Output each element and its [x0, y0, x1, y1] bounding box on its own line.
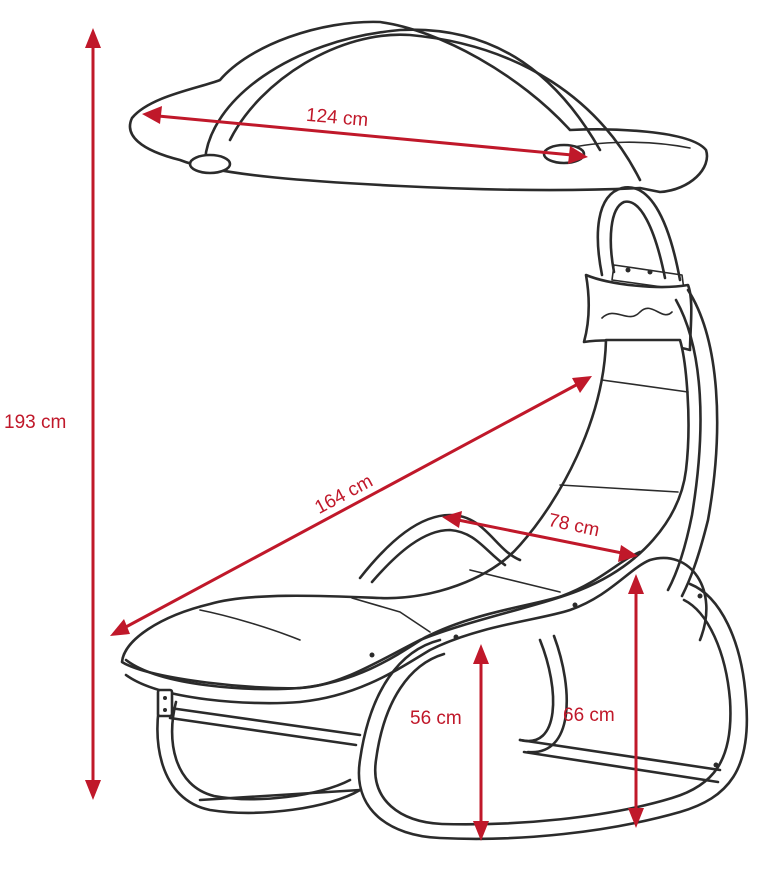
label-total-height: 193 cm: [4, 412, 66, 433]
seat: [120, 338, 690, 690]
frame-bolt: [713, 762, 719, 768]
dim-line-canopy-width: [156, 114, 574, 157]
dim-arrowhead: [572, 376, 592, 393]
dim-arrowhead: [442, 511, 462, 528]
rocker-runner-left-inner: [170, 700, 352, 801]
cushion-seam: [559, 484, 679, 493]
frame-bolt: [453, 634, 459, 640]
frame-bolt: [163, 708, 167, 712]
head-frame-outer: [596, 186, 682, 282]
rocker-front-loop-inner: [373, 598, 732, 826]
cross-bar-front: [168, 706, 362, 737]
back-arc-inner: [666, 298, 702, 592]
frame-bolt: [369, 652, 375, 658]
head-frame: [596, 186, 685, 291]
rocker-rear-outer: [518, 638, 555, 743]
canopy-rib-back: [228, 33, 642, 182]
armrest-inner: [370, 528, 507, 584]
dimension-lines: [85, 28, 644, 841]
cushion-seam: [469, 569, 561, 593]
rocker-rear-inner: [526, 634, 568, 754]
bracket-bolt: [647, 269, 653, 275]
side-tube-frame: [124, 550, 708, 705]
dimension-labels: 193 cm 124 cm 164 cm 78 cm 56 cm 66 cm: [4, 105, 615, 729]
dim-arrowhead: [142, 106, 162, 124]
pillow-body: [582, 273, 693, 352]
canopy: [128, 20, 709, 194]
dim-arrowhead: [473, 644, 489, 664]
dim-line-seat-length: [122, 382, 580, 630]
bracket-bolt: [625, 267, 631, 273]
label-front-height: 56 cm: [410, 708, 462, 729]
dim-arrowhead: [618, 545, 638, 562]
cross-bar-bottom: [198, 788, 362, 802]
cushion-seam: [351, 597, 431, 633]
dim-arrowhead: [568, 146, 588, 164]
dim-arrowhead: [110, 619, 130, 636]
cross-bar-front-inner: [168, 716, 358, 747]
dim-arrowhead: [85, 780, 101, 800]
cross-bar-rear-inner: [522, 750, 720, 784]
rocker-front-loop-outer: [357, 582, 749, 841]
dim-arrowhead: [628, 808, 644, 828]
cushion-seam: [601, 379, 689, 393]
rocker-runner-left-outer: [156, 690, 362, 815]
head-frame-inner: [609, 200, 667, 280]
frame-bolt: [572, 602, 578, 608]
dim-arrowhead: [85, 28, 101, 48]
side-plate: [156, 688, 174, 718]
cross-bar-rear: [518, 738, 722, 772]
side-tube-inner: [124, 550, 642, 691]
pillow: [582, 273, 693, 352]
dim-arrowhead: [473, 821, 489, 841]
rocker-base: [156, 582, 749, 841]
canopy-rib-front: [203, 28, 602, 162]
side-tube-outer: [124, 556, 708, 705]
frame-bolt: [697, 593, 703, 599]
dim-line-seat-width: [456, 518, 624, 555]
frame-bolt: [163, 696, 167, 700]
cushion-seam: [199, 609, 301, 641]
seat-cushion: [120, 338, 690, 690]
canopy-rib-end-left: [188, 153, 232, 175]
dim-arrowhead: [628, 574, 644, 594]
pillow-wave: [601, 307, 673, 319]
label-rear-height: 66 cm: [563, 705, 615, 726]
